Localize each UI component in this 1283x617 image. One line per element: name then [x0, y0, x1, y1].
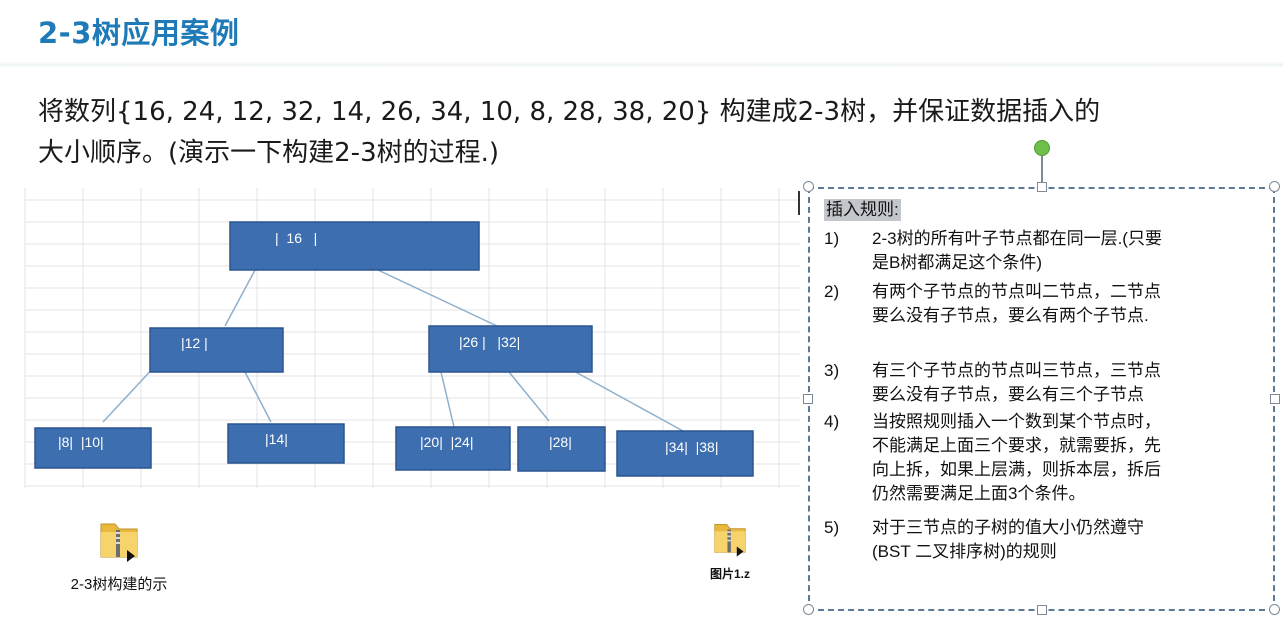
rule-line: 向上拆，如果上层满，则拆本层，拆后: [872, 460, 1161, 479]
node-root: [229, 221, 480, 271]
node-34-38: [616, 430, 754, 477]
node-20-24: [395, 426, 511, 471]
file-name: 图片1.z: [709, 567, 750, 581]
resize-handle-top[interactable]: [1037, 182, 1047, 192]
rotation-stem: [1041, 156, 1043, 184]
node-label-20-24: |20| |24|: [420, 434, 473, 450]
tree-edges: [102, 269, 684, 432]
resize-handle-top-right[interactable]: [1269, 181, 1280, 192]
title-underline: [0, 62, 1283, 68]
text-cursor: [798, 191, 800, 215]
rule-line: 要么没有子节点，要么有三个子节点: [872, 385, 1144, 404]
tree-nodes: [34, 221, 754, 477]
edge-n12-n810: [102, 363, 158, 423]
intro-text: 将数列{16, 24, 12, 32, 14, 26, 34, 10, 8, 2…: [38, 92, 1218, 174]
rule-line: 对于三节点的子树的值大小仍然遵守: [872, 518, 1144, 537]
rule-line: 是B树都满足这个条件): [872, 253, 1042, 272]
edge-root-n2632: [377, 269, 498, 327]
zip-folder-icon: [714, 524, 746, 557]
rules-heading: 插入规则:: [824, 199, 901, 221]
rule-line: 有三个子节点的节点叫三节点，三节点: [872, 361, 1161, 380]
resize-handle-top-left[interactable]: [803, 181, 814, 192]
rule-line: 不能满足上面三个要求，就需要拆，先: [872, 436, 1161, 455]
node-label-34-38: |34| |38|: [665, 439, 718, 455]
node-label-28: |28|: [549, 434, 572, 450]
node-8-10: [34, 427, 152, 469]
rule-line: 有两个子节点的节点叫二节点，二节点: [872, 282, 1161, 301]
rule-number: 2): [824, 282, 840, 301]
rule-number: 4): [824, 412, 840, 431]
rule-line: 当按照规则插入一个数到某个节点时，: [872, 412, 1161, 431]
tree-labels: | 16 | |12 | |26 | |32| |8| |10| |14| |2…: [58, 230, 718, 455]
rule-line: 2-3树的所有叶子节点都在同一层.(只要: [872, 229, 1162, 248]
node-14: [227, 423, 345, 464]
resize-handle-left[interactable]: [803, 394, 813, 404]
rule-text: 2-3树的所有叶子节点都在同一层.(只要 是B树都满足这个条件): [872, 227, 1252, 275]
node-label-14: |14|: [265, 431, 288, 447]
file-image1-zip[interactable]: 图片1.z: [700, 516, 760, 582]
edge-root-n12: [224, 269, 256, 327]
slide-title: 2-3树应用案例: [38, 16, 240, 50]
rule-text: 当按照规则插入一个数到某个节点时， 不能满足上面三个要求，就需要拆，先 向上拆，…: [872, 410, 1252, 506]
rule-line: 仍然需要满足上面3个条件。: [872, 484, 1086, 503]
resize-handle-bottom-right[interactable]: [1269, 604, 1280, 615]
node-26-32: [428, 325, 593, 373]
rule-line: 要么没有子节点，要么有两个子节点.: [872, 306, 1149, 325]
rule-text: 有两个子节点的节点叫二节点，二节点 要么没有子节点，要么有两个子节点.: [872, 280, 1252, 328]
zip-folder-icon: [100, 523, 138, 562]
edge-n2632-n2024: [440, 371, 455, 428]
node-label-8-10: |8| |10|: [58, 434, 104, 450]
node-28: [517, 426, 606, 472]
rule-line: (BST 二叉排序树)的规则: [872, 542, 1057, 561]
insertion-rules-textbox[interactable]: 插入规则: 1) 2-3树的所有叶子节点都在同一层.(只要 是B树都满足这个条件…: [808, 187, 1275, 611]
rule-text: 有三个子节点的节点叫三节点，三节点 要么没有子节点，要么有三个子节点: [872, 359, 1252, 407]
rule-number: 1): [824, 229, 840, 248]
intro-line-1: 将数列{16, 24, 12, 32, 14, 26, 34, 10, 8, 2…: [38, 97, 1101, 127]
node-12: [149, 327, 284, 373]
resize-handle-bottom[interactable]: [1037, 605, 1047, 615]
edge-n12-n14: [244, 371, 272, 423]
rotation-handle[interactable]: [1034, 140, 1050, 156]
intro-line-2: 大小顺序。(演示一下构建2-3树的过程.): [38, 138, 500, 168]
rule-number: 5): [824, 518, 840, 537]
file-name: 2-3树构建的示: [70, 576, 168, 593]
resize-handle-right[interactable]: [1270, 394, 1280, 404]
file-2-3-tree-demo[interactable]: 2-3树构建的示: [44, 514, 194, 594]
edge-n2632-n3438: [560, 363, 684, 432]
node-label-12: |12 |: [181, 335, 208, 351]
rule-number: 3): [824, 361, 840, 380]
node-label-root: | 16 |: [275, 230, 317, 246]
tree-diagram: | 16 | |12 | |26 | |32| |8| |10| |14| |2…: [24, 188, 800, 488]
edge-n2632-n28: [508, 371, 550, 422]
node-label-26-32: |26 | |32|: [459, 334, 520, 350]
rule-text: 对于三节点的子树的值大小仍然遵守 (BST 二叉排序树)的规则: [872, 516, 1252, 564]
resize-handle-bottom-left[interactable]: [803, 604, 814, 615]
